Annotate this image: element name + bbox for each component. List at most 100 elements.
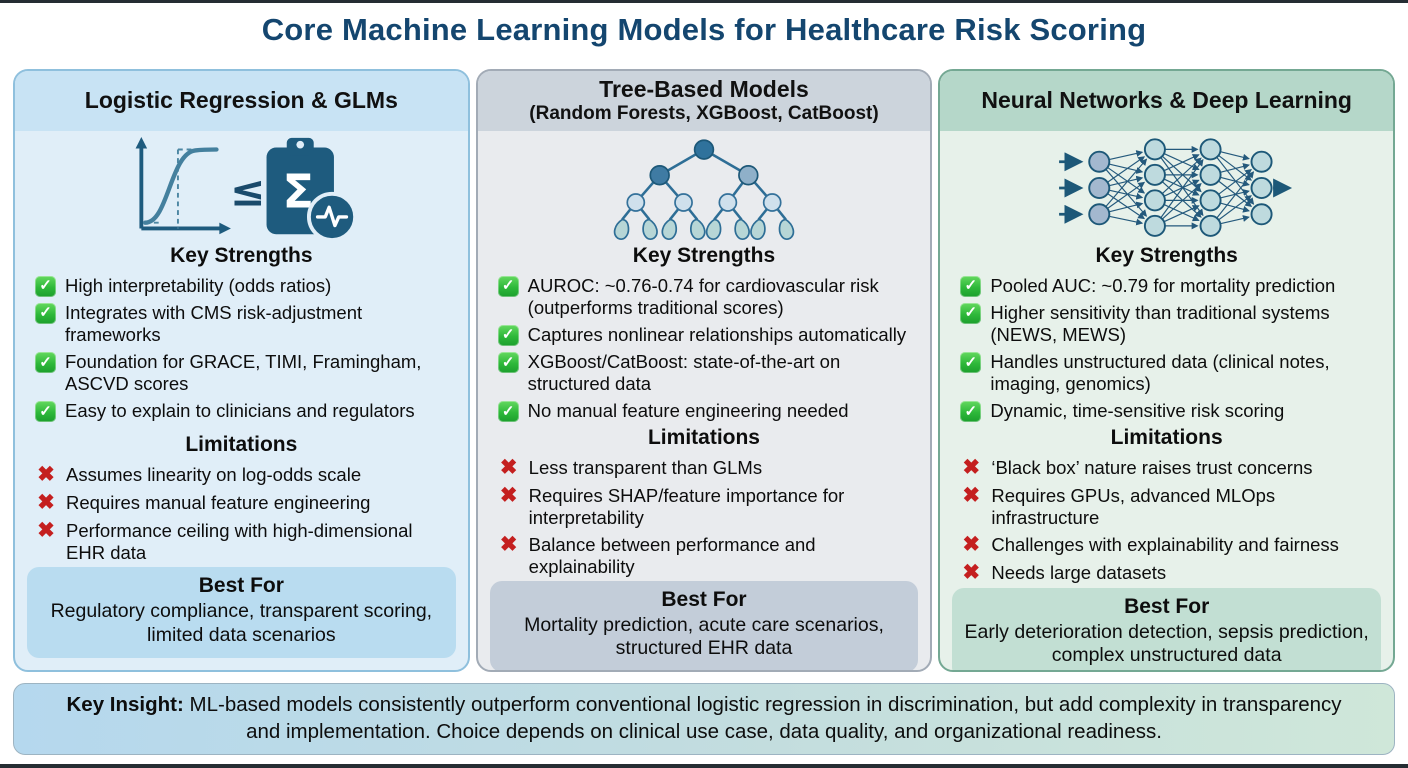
check-icon: ✓ xyxy=(960,401,982,423)
column-header: Logistic Regression & GLMs xyxy=(15,71,468,131)
limitation-text: Balance between performance and explaina… xyxy=(528,534,816,578)
best-for-heading: Best For xyxy=(661,588,747,612)
strength-item: ✓ Higher sensitivity than traditional sy… xyxy=(960,302,1381,346)
limitation-text: Requires SHAP/feature importance for int… xyxy=(528,484,845,528)
check-icon: ✓ xyxy=(960,352,982,374)
strength-text: Foundation for GRACE, TIMI, Framingham, … xyxy=(65,351,422,395)
strength-item: ✓ Foundation for GRACE, TIMI, Framingham… xyxy=(35,351,456,395)
column-body: Key Strengths ✓ Pooled AUC: ~0.79 for mo… xyxy=(940,131,1393,670)
strength-text: Dynamic, time-sensitive risk scoring xyxy=(990,400,1285,422)
strength-text: No manual feature engineering needed xyxy=(527,400,849,422)
strength-item: ✓ Easy to explain to clinicians and regu… xyxy=(35,400,456,423)
check-icon: ✓ xyxy=(35,275,56,297)
neural-network-icon xyxy=(1059,138,1293,237)
best-for-text: Regulatory compliance, transparent scori… xyxy=(50,600,433,646)
column-body: ≤ Σ Key Strengths ✓ xyxy=(15,131,468,670)
page-title: Core Machine Learning Models for Healthc… xyxy=(261,12,1147,47)
strength-item: ✓ Handles unstructured data (clinical no… xyxy=(960,351,1381,395)
strength-item: ✓ Captures nonlinear relationships autom… xyxy=(497,324,919,346)
strengths-heading: Key Strengths xyxy=(170,244,313,267)
limitation-text: Less transparent than GLMs xyxy=(528,456,763,478)
limitation-item: ✖ Assumes linearity on log-odds scale xyxy=(35,462,456,487)
check-icon: ✓ xyxy=(497,324,519,346)
cross-icon: ✖ xyxy=(37,490,55,514)
cross-icon: ✖ xyxy=(962,483,981,507)
cross-icon: ✖ xyxy=(962,455,981,479)
check-icon: ✓ xyxy=(960,275,982,297)
cross-icon: ✖ xyxy=(962,533,981,557)
best-for-box: Best For Early deterioration detection, … xyxy=(952,588,1381,670)
limitations-heading: Limitations xyxy=(647,426,760,450)
cross-icon: ✖ xyxy=(37,462,55,486)
strength-item: ✓ XGBoost/CatBoost: state-of-the-art on … xyxy=(497,351,919,395)
svg-text:≤: ≤ xyxy=(230,166,266,215)
limitation-text: Requires manual feature engineering xyxy=(66,491,371,513)
check-icon: ✓ xyxy=(35,352,56,374)
strength-text: High interpretability (odds ratios) xyxy=(65,274,332,296)
limitation-item: ✖ Balance between performance and explai… xyxy=(498,533,919,578)
column-logistic-regression: Logistic Regression & GLMs xyxy=(13,69,470,672)
key-insight-body: ML-based models consistently outperform … xyxy=(183,693,1342,743)
column-header: Tree-Based Models (Random Forests, XGBoo… xyxy=(477,71,931,131)
cross-icon: ✖ xyxy=(499,533,518,557)
key-insight-banner: Key Insight: ML-based models consistentl… xyxy=(13,683,1395,755)
limitation-item: ✖ Less transparent than GLMs xyxy=(498,455,919,480)
limitation-item: ✖ Requires SHAP/feature importance for i… xyxy=(498,483,919,529)
cross-icon: ✖ xyxy=(37,519,55,542)
best-for-box: Best For Regulatory compliance, transpar… xyxy=(27,567,456,658)
cross-icon: ✖ xyxy=(499,483,518,507)
limitation-item: ✖ Needs large datasets xyxy=(960,561,1381,585)
column-title: Logistic Regression & GLMs xyxy=(84,87,398,114)
column-title: Neural Networks & Deep Learning xyxy=(981,87,1352,114)
column-body: Key Strengths ✓ AUROC: ~0.76-0.74 for ca… xyxy=(478,131,931,670)
column-header: Neural Networks & Deep Learning xyxy=(940,71,1393,131)
limitations-heading: Limitations xyxy=(185,433,298,457)
best-for-heading: Best For xyxy=(198,574,284,598)
column-neural-networks: Neural Networks & Deep Learning xyxy=(938,69,1395,672)
decision-tree-icon xyxy=(613,139,795,240)
strength-text: Pooled AUC: ~0.79 for mortality predicti… xyxy=(990,274,1336,296)
strength-item: ✓ AUROC: ~0.76-0.74 for cardiovascular r… xyxy=(497,274,919,319)
strengths-heading: Key Strengths xyxy=(632,244,776,267)
limitations-heading: Limitations xyxy=(1110,426,1223,450)
strength-text: Integrates with CMS risk-adjustment fram… xyxy=(65,301,363,345)
best-for-box: Best For Mortality prediction, acute car… xyxy=(489,581,919,670)
strength-item: ✓ Pooled AUC: ~0.79 for mortality predic… xyxy=(960,275,1381,297)
strength-text: AUROC: ~0.76-0.74 for cardiovascular ris… xyxy=(527,274,879,318)
check-icon: ✓ xyxy=(960,302,982,324)
logistic-sigmoid-clipboard-icon: ≤ Σ xyxy=(135,136,357,240)
strength-item: ✓ High interpretability (odds ratios) xyxy=(35,275,456,297)
model-columns: Logistic Regression & GLMs xyxy=(13,69,1395,672)
best-for-text: Mortality prediction, acute care scenari… xyxy=(524,614,884,660)
column-subtitle: (Random Forests, XGBoost, CatBoost) xyxy=(529,102,879,124)
cross-icon: ✖ xyxy=(962,561,981,585)
best-for-text: Early deterioration detection, sepsis pr… xyxy=(964,621,1369,667)
check-icon: ✓ xyxy=(497,275,519,297)
limitation-text: Requires GPUs, advanced MLOps infrastruc… xyxy=(991,484,1276,528)
limitation-item: ✖ Performance ceiling with high-dimensio… xyxy=(35,519,456,564)
strength-text: Higher sensitivity than traditional syst… xyxy=(990,301,1330,345)
limitation-text: ‘Black box’ nature raises trust concerns xyxy=(991,456,1313,478)
limitation-text: Assumes linearity on log-odds scale xyxy=(66,463,362,485)
check-icon: ✓ xyxy=(35,302,56,324)
strength-text: Handles unstructured data (clinical note… xyxy=(990,351,1330,395)
best-for-heading: Best For xyxy=(1124,595,1210,619)
strength-text: XGBoost/CatBoost: state-of-the-art on st… xyxy=(527,351,841,395)
limitation-item: ✖ Requires GPUs, advanced MLOps infrastr… xyxy=(960,483,1381,529)
check-icon: ✓ xyxy=(35,401,56,423)
column-tree-based-models: Tree-Based Models (Random Forests, XGBoo… xyxy=(475,69,933,672)
strength-item: ✓ Dynamic, time-sensitive risk scoring xyxy=(960,400,1381,423)
strength-text: Easy to explain to clinicians and regula… xyxy=(65,400,415,422)
icon-area xyxy=(952,133,1381,243)
limitation-text: Performance ceiling with high-dimensiona… xyxy=(66,520,413,564)
icon-area xyxy=(490,133,919,243)
key-insight-text: Key Insight: ML-based models consistentl… xyxy=(14,692,1394,745)
limitation-item: ✖ Challenges with explainability and fai… xyxy=(960,533,1381,557)
cross-icon: ✖ xyxy=(499,455,518,479)
limitation-item: ✖ ‘Black box’ nature raises trust concer… xyxy=(960,455,1381,480)
strength-item: ✓ No manual feature engineering needed xyxy=(497,400,919,423)
key-insight-label: Key Insight: xyxy=(66,693,184,717)
strengths-heading: Key Strengths xyxy=(1095,244,1238,267)
limitation-text: Needs large datasets xyxy=(991,562,1167,584)
